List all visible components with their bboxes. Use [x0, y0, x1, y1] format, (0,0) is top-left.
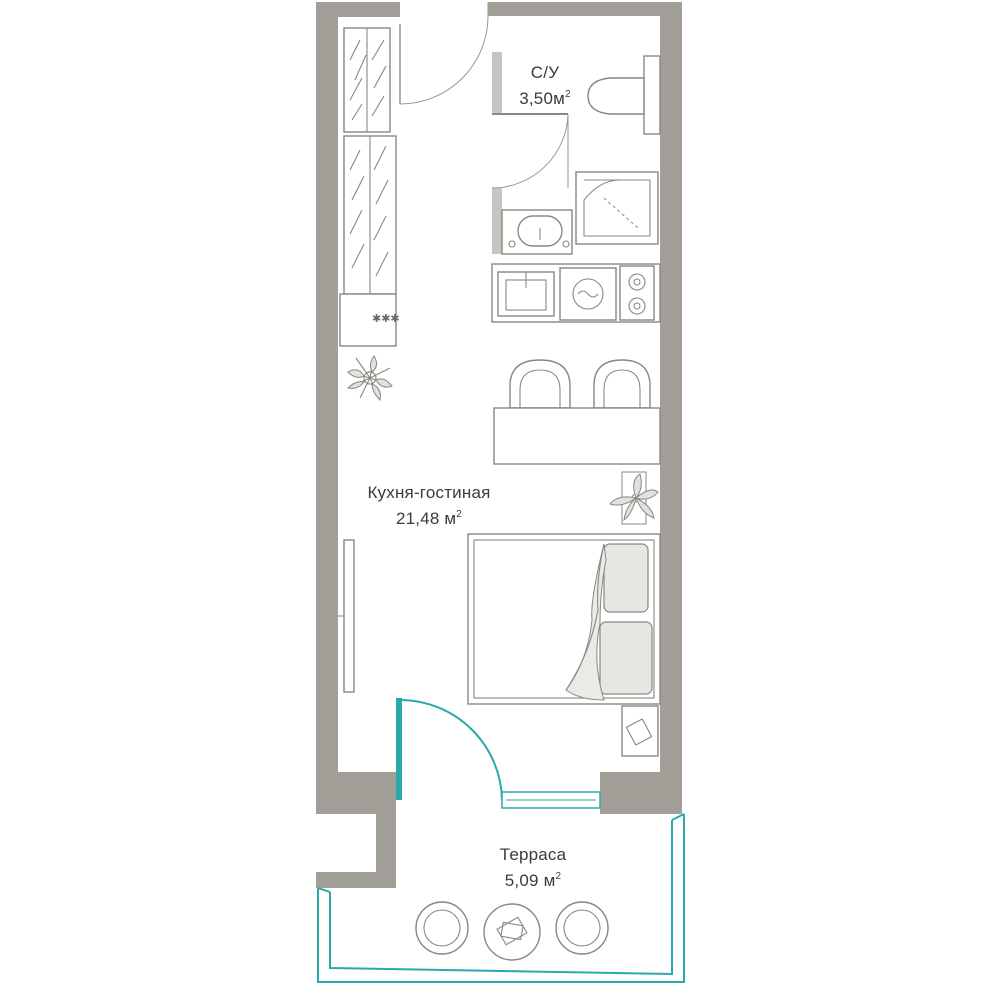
washing-machine-wave: [577, 290, 599, 298]
terrace-door-swing: [401, 699, 503, 801]
washing-machine-drum: [572, 278, 604, 310]
room-area-terrace-sup: 2: [555, 871, 562, 882]
armchair-left-back: [417, 901, 441, 919]
wall-bath-partition: [492, 52, 502, 114]
pillow-bottom-icon: [599, 621, 653, 695]
cooktop-burner-top: [628, 273, 646, 291]
room-area-living-value: 21,48 м: [395, 509, 457, 528]
window-5: [645, 16, 660, 38]
wall-top-left: [316, 2, 400, 17]
room-name-bathroom: С/У: [530, 63, 560, 82]
terrace-glass-edge-right: [671, 813, 685, 821]
nightstand: [621, 705, 659, 757]
table-icon: [493, 407, 661, 465]
wall-left-stub: [316, 872, 396, 888]
pillow-top-icon: [603, 543, 649, 613]
terrace-glass-edge: [317, 887, 331, 893]
room-name-terrace: Терраса: [499, 845, 567, 864]
bed: [467, 533, 661, 705]
wall-right: [660, 2, 682, 812]
terrace-glass-outline: [317, 814, 685, 983]
wall-bath-left-low: [492, 188, 502, 254]
armchair-left-seat: [423, 909, 461, 947]
toilet-tank-icon: [643, 55, 661, 135]
room-label-bathroom: С/У 3,50м2: [506, 62, 584, 110]
armchair-right-back: [583, 901, 607, 919]
mirror-icon: [343, 539, 355, 693]
shower-icon: [575, 171, 659, 245]
nightstand-icon: [621, 705, 659, 757]
washbasin-knob-left: [508, 240, 516, 248]
bathroom: [501, 55, 661, 255]
walls: [316, 2, 682, 888]
doors: [399, 2, 569, 189]
bed-blanket-edge: [565, 543, 605, 691]
room-label-terrace: Терраса 5,09 м2: [478, 844, 588, 892]
bed-blanket-fold: [565, 543, 607, 701]
cooktop-burner-bottom-inner: [633, 302, 641, 310]
terrace-door-frame[interactable]: [396, 698, 402, 800]
terrace-furniture: [415, 901, 609, 961]
coffee-table-book-2: [500, 921, 524, 941]
mirror: [338, 539, 355, 693]
plant-left-icon: [346, 355, 393, 402]
chair-left-seat: [519, 369, 561, 408]
cooktop-burner-top-inner: [633, 278, 641, 286]
wall-right-bottom: [600, 772, 682, 814]
washbasin-knob-right: [562, 240, 570, 248]
room-area-bathroom-value: 3,50м: [519, 89, 565, 108]
cooktop-burner-bottom: [628, 297, 646, 315]
armchair-right-seat: [563, 909, 601, 947]
toilet-icon: [587, 77, 645, 115]
coffee-table-icon: [483, 903, 541, 961]
kitchen-wall-unit-hatching: [349, 145, 389, 277]
wall-left: [316, 2, 338, 812]
room-area-terrace-value: 5,09 м: [504, 871, 556, 890]
chair-right-seat: [603, 369, 641, 408]
nightstand-item: [625, 718, 653, 746]
kitchen-counter: [491, 263, 661, 323]
shower-tray: [583, 179, 651, 237]
chair-left-icon: [509, 359, 571, 409]
bath-door-swing: [491, 113, 569, 189]
entry-door-swing: [399, 15, 489, 105]
cooktop-icon: [619, 265, 655, 321]
wardrobe-hatching: [349, 39, 387, 121]
terrace-glazing: [317, 698, 685, 983]
terrace-glass-inner: [329, 820, 673, 976]
room-name-living: Кухня-гостиная: [367, 483, 491, 502]
room-area-bathroom: 3,50м2: [506, 84, 584, 110]
room-area-living-sup: 2: [456, 509, 463, 520]
room-area-bathroom-sup: 2: [565, 89, 571, 100]
window-4: [612, 16, 632, 38]
window-2: [541, 16, 561, 38]
chair-right-icon: [593, 359, 651, 409]
dining: [493, 359, 661, 465]
room-area-terrace: 5,09 м2: [478, 866, 588, 892]
cooktop-strip-marks: ✱✱✱: [372, 312, 400, 325]
bed-frame-inner: [473, 539, 655, 699]
plant-right-icon: [609, 471, 659, 525]
wardrobe: ✱✱✱: [339, 27, 400, 347]
window-1: [506, 16, 526, 38]
window-3: [576, 16, 596, 38]
shower-drain-line: [603, 197, 639, 229]
room-label-living: Кухня-гостиная 21,48 м2: [350, 482, 508, 530]
wall-top-right: [488, 2, 682, 16]
cooktop-strip-icon: [339, 293, 397, 347]
room-area-living: 21,48 м2: [350, 504, 508, 530]
